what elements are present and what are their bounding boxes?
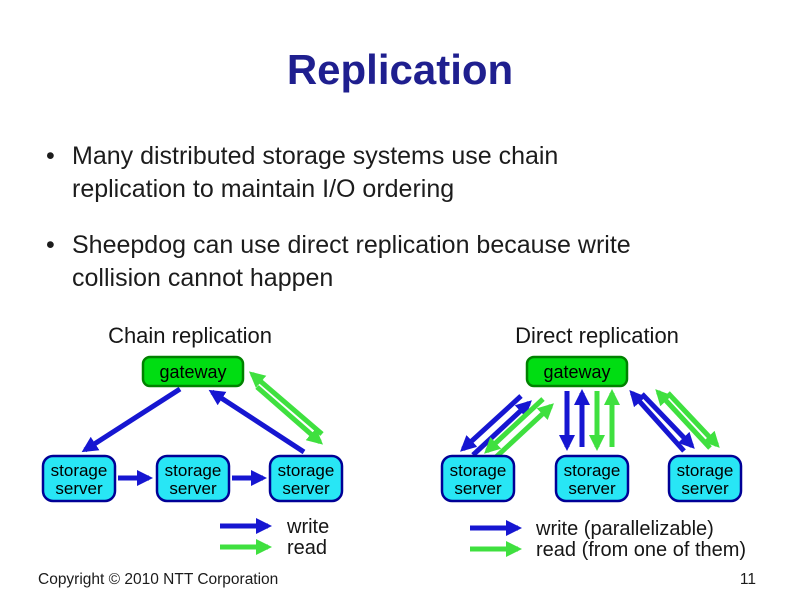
page-number: 11 (739, 571, 756, 588)
storage-server-label: storage (51, 461, 108, 480)
read-arrow (655, 389, 712, 450)
legend-write-label: write (286, 516, 329, 538)
legend-write-label: write (parallelizable) (535, 518, 714, 540)
direct-diagram-heading: Direct replication (515, 323, 679, 348)
read-arrow (666, 391, 720, 448)
storage-server-box (268, 454, 344, 503)
storage-server-label: server (55, 479, 103, 498)
storage-server-label: storage (450, 461, 507, 480)
slide-title: Replication (286, 46, 514, 93)
storage-server-box (667, 454, 743, 503)
bullet-marker: • (46, 142, 55, 170)
bullet-item: • Sheepdog can use direct replication be… (44, 229, 754, 295)
write-arrow (471, 400, 532, 457)
storage-server-box (41, 454, 117, 503)
gateway-box (141, 355, 245, 388)
write-arrow (460, 394, 523, 452)
read-arrow (248, 371, 324, 436)
storage-server-box (440, 454, 516, 503)
write-arrow (208, 389, 306, 455)
bullet-marker: • (46, 231, 55, 259)
storage-server-label: server (454, 479, 502, 498)
write-arrow (640, 392, 695, 449)
storage-server-label: server (681, 479, 729, 498)
storage-server-label: server (282, 479, 330, 498)
storage-server-label: storage (564, 461, 621, 480)
bullet-line: Sheepdog can use direct replication beca… (72, 231, 631, 259)
read-arrow (484, 397, 545, 454)
storage-server-label: server (169, 479, 217, 498)
bullet-line: replication to maintain I/O ordering (72, 175, 455, 203)
legend-read-label: read (from one of them) (536, 539, 746, 561)
copyright-text: Copyright © 2010 NTT Corporation (38, 571, 279, 588)
legend-read-label: read (287, 537, 327, 559)
read-arrow (255, 385, 324, 445)
write-arrow (629, 390, 686, 453)
storage-server-box (155, 454, 231, 503)
storage-server-label: storage (278, 461, 335, 480)
gateway-label: gateway (543, 362, 610, 382)
chain-diagram-heading: Chain replication (108, 323, 272, 348)
bullet-line: collision cannot happen (72, 264, 334, 292)
bullet-list: • Many distributed storage systems use c… (44, 140, 754, 318)
read-arrow (493, 403, 554, 460)
write-arrow (81, 386, 182, 453)
replication-diagrams: Chain replication Direct replication gat… (41, 323, 746, 561)
storage-server-label: server (568, 479, 616, 498)
storage-server-label: storage (677, 461, 734, 480)
gateway-box (525, 355, 629, 388)
storage-server-label: storage (165, 461, 222, 480)
bullet-line: Many distributed storage systems use cha… (72, 142, 559, 170)
gateway-label: gateway (159, 362, 226, 382)
storage-server-box (554, 454, 630, 503)
bullet-item: • Many distributed storage systems use c… (44, 140, 754, 206)
